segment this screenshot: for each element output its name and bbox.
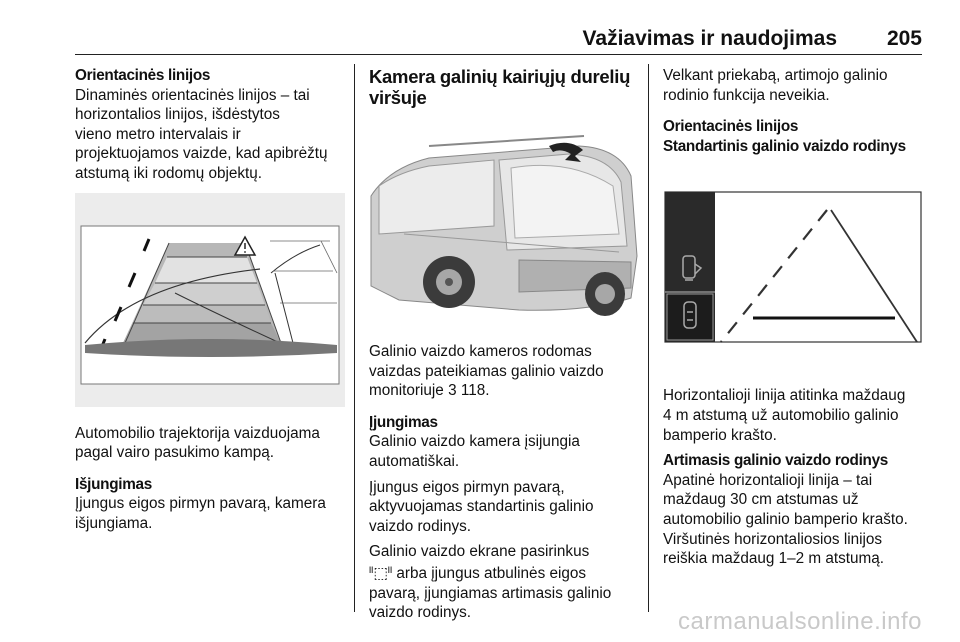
trailer-hitch-icon xyxy=(682,255,703,282)
column-divider xyxy=(354,64,355,612)
paragraph-line: maždaug 30 cm atstumas už xyxy=(663,491,859,509)
column-middle: Kamera galinių kairiųjų durelių viršuje … xyxy=(369,66,639,623)
figure-caption-line: Galinio vaizdo kameros rodomas xyxy=(369,343,592,360)
paragraph-line: rodinio funkcija neveikia. xyxy=(663,86,830,104)
paragraph-line: Viršutinės horizontaliosios linijos xyxy=(663,530,883,548)
watermark: carmanualsonline.info xyxy=(678,608,922,635)
paragraph-line: išjungiama. xyxy=(75,514,153,532)
paragraph-line: Apatinė horizontalioji linija – tai xyxy=(663,471,873,489)
paragraph-line: projektuojamos vaizde, kad apibrėžtų xyxy=(75,145,328,163)
heading-activation: Įjungimas xyxy=(369,413,438,431)
paragraph-line: vaizdo rodinys. xyxy=(369,604,472,622)
heading-camera-location: viršuje xyxy=(369,87,427,108)
paragraph-line: Dinaminės orientacinės linijos – tai xyxy=(75,86,310,104)
column-divider xyxy=(648,64,649,612)
heading-orientation-lines: Orientacinės linijos xyxy=(75,67,211,84)
caption-text: monitoriuje xyxy=(369,382,444,400)
button-bracket: ᴵᴵ xyxy=(387,563,393,579)
heading-standard-view: Standartinis galinio vaizdo rodinys xyxy=(663,137,906,155)
paragraph-line: Įjungus eigos pirmyn pavarą, xyxy=(369,478,565,496)
page-reference[interactable]: 118. xyxy=(460,382,490,400)
camera-view-button-icon: ⬚ xyxy=(373,564,388,582)
paragraph-line: vaizdo rodinys. xyxy=(369,517,472,535)
button-bracket: ᴵᴵ xyxy=(369,563,374,579)
paragraph-line: reiškia maždaug 1–2 m atstumą. xyxy=(663,550,885,568)
paragraph-line: automobilio galinio bamperio krašto. xyxy=(663,510,908,528)
paragraph-line: automatiškai. xyxy=(369,452,460,470)
paragraph-line: Galinio vaizdo kamera įsijungia xyxy=(369,433,580,451)
figure-caption-line: Automobilio trajektorija vaizduojama xyxy=(75,424,320,442)
figure-caption-line: monitoriuje 3 118. xyxy=(369,381,639,401)
page-header: Važiavimas ir naudojimas 205 xyxy=(75,20,922,55)
column-right: Velkant priekabą, artimojo galinio rodin… xyxy=(663,66,925,569)
paragraph-line: Velkant priekabą, artimojo galinio xyxy=(663,67,888,84)
paragraph-line: ᴵᴵ⬚ᴵᴵ arba įjungus atbulinės eigos xyxy=(369,562,639,584)
page-reference-icon: 3 xyxy=(448,382,457,400)
figure-caption-line: pagal vairo pasukimo kampą. xyxy=(75,444,274,462)
paragraph-line: 4 m atstumą už automobilio galinio xyxy=(663,406,899,424)
figure-caption-line: vaizdas pateikiamas galinio vaizdo xyxy=(369,362,604,380)
heading-camera-location: Kamera galinių kairiųjų durelių xyxy=(369,66,631,87)
paragraph-line: Įjungus eigos pirmyn pavarą, kamera xyxy=(75,495,326,513)
paragraph-line: Horizontalioji linija atitinka maždaug xyxy=(663,387,906,405)
dynamic-guidelines-illustration xyxy=(75,192,345,407)
heading-orientation-lines: Orientacinės linijos xyxy=(663,118,799,136)
van-rear-camera-illustration xyxy=(369,116,639,330)
standard-rear-view-illustration xyxy=(663,190,925,371)
paragraph-line: atstumą iki rodomų objektų. xyxy=(75,164,263,182)
paragraph-line: horizontalios linijos, išdėstytos xyxy=(75,106,280,124)
paragraph-line: vieno metro intervalais ir xyxy=(75,125,241,143)
column-left: Orientacinės linijos Dinaminės orientaci… xyxy=(75,66,345,534)
page-title: Važiavimas ir naudojimas xyxy=(582,27,837,50)
page-number: 205 xyxy=(886,27,922,50)
paragraph-line: bamperio krašto. xyxy=(663,426,777,444)
paragraph-line: Galinio vaizdo ekrane pasirinkus xyxy=(369,543,590,561)
paragraph-line: aktyvuojamas standartinis galinio xyxy=(369,498,594,516)
rear-camera-view-icon xyxy=(683,301,697,330)
heading-close-view: Artimasis galinio vaizdo rodinys xyxy=(663,452,889,470)
paragraph-text: arba įjungus atbulinės eigos xyxy=(396,564,587,582)
paragraph-line: pavarą, įjungiamas artimasis galinio xyxy=(369,584,612,602)
heading-deactivation: Išjungimas xyxy=(75,475,152,493)
